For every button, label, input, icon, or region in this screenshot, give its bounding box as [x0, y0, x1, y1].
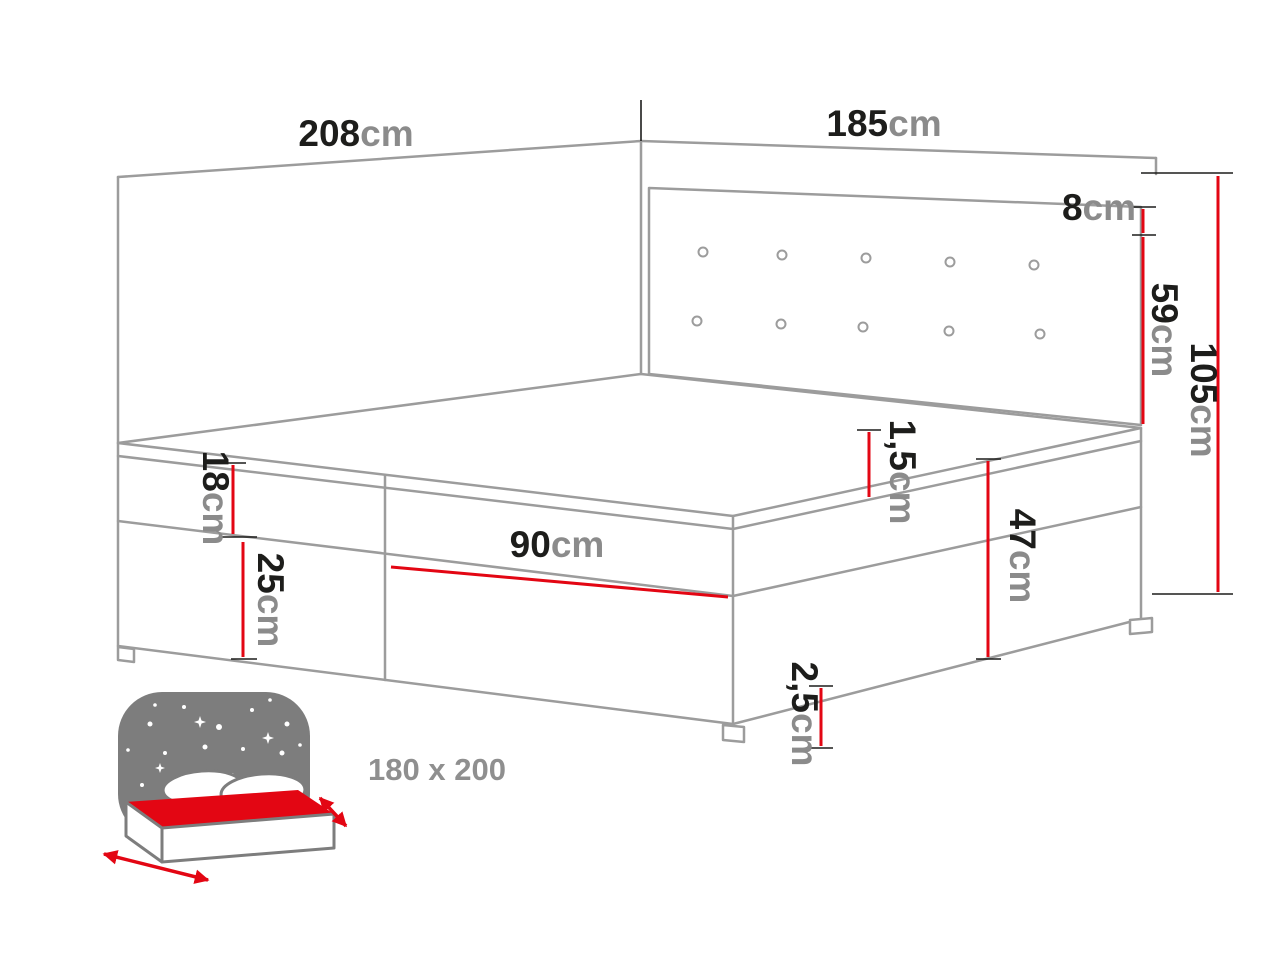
headboard-panel [647, 186, 1143, 427]
box-bottom-edge-left [116, 644, 735, 726]
dimension-label-208: 208cm [298, 113, 413, 154]
left-wall-top-edge [116, 139, 643, 179]
topper-seam-right [731, 439, 1143, 531]
dimension-line-90 [390, 565, 729, 599]
icon-dimension-arrows [102, 796, 348, 884]
icon-depth-arrow [318, 796, 348, 828]
wall-outline [116, 139, 1158, 445]
size-label: 180 x 200 [368, 752, 506, 787]
foot-left [116, 645, 136, 664]
dimension-label-1-5: 1,5cm [882, 420, 923, 525]
dimension-label-47: 47cm [1002, 509, 1043, 604]
icon-mattress-red [126, 790, 334, 828]
bed-body [116, 372, 1154, 744]
dimension-extension-lines [221, 100, 1233, 749]
topper-seam-left [116, 454, 735, 531]
bed-size-icon [102, 692, 348, 884]
dimension-labels: 208cm 185cm 8cm 59cm 105cm 18cm 25cm 90c… [195, 103, 1224, 766]
mattress-bottom-seam-left [116, 519, 735, 598]
dimension-label-8: 8cm [1062, 187, 1136, 228]
dimension-label-25: 25cm [250, 553, 291, 648]
bed-feet [116, 616, 1154, 744]
foot-front [721, 723, 746, 744]
dimension-label-59: 59cm [1144, 283, 1185, 378]
dimension-lines [231, 176, 1220, 746]
foot-right [1128, 616, 1154, 636]
dimension-label-185: 185cm [826, 103, 941, 144]
icon-base [124, 800, 336, 864]
headboard-buttons [691, 246, 1046, 340]
icon-width-arrow [102, 850, 210, 884]
dimension-label-90: 90cm [510, 524, 605, 565]
box-bottom-edge-right [731, 617, 1143, 726]
dimension-label-105: 105cm [1183, 342, 1224, 457]
dimension-label-2-5: 2,5cm [784, 662, 825, 767]
dimension-label-18: 18cm [195, 451, 236, 546]
right-wall-top-edge [639, 139, 1158, 160]
mattress-bottom-seam-right [731, 505, 1143, 598]
headboard [647, 186, 1143, 427]
